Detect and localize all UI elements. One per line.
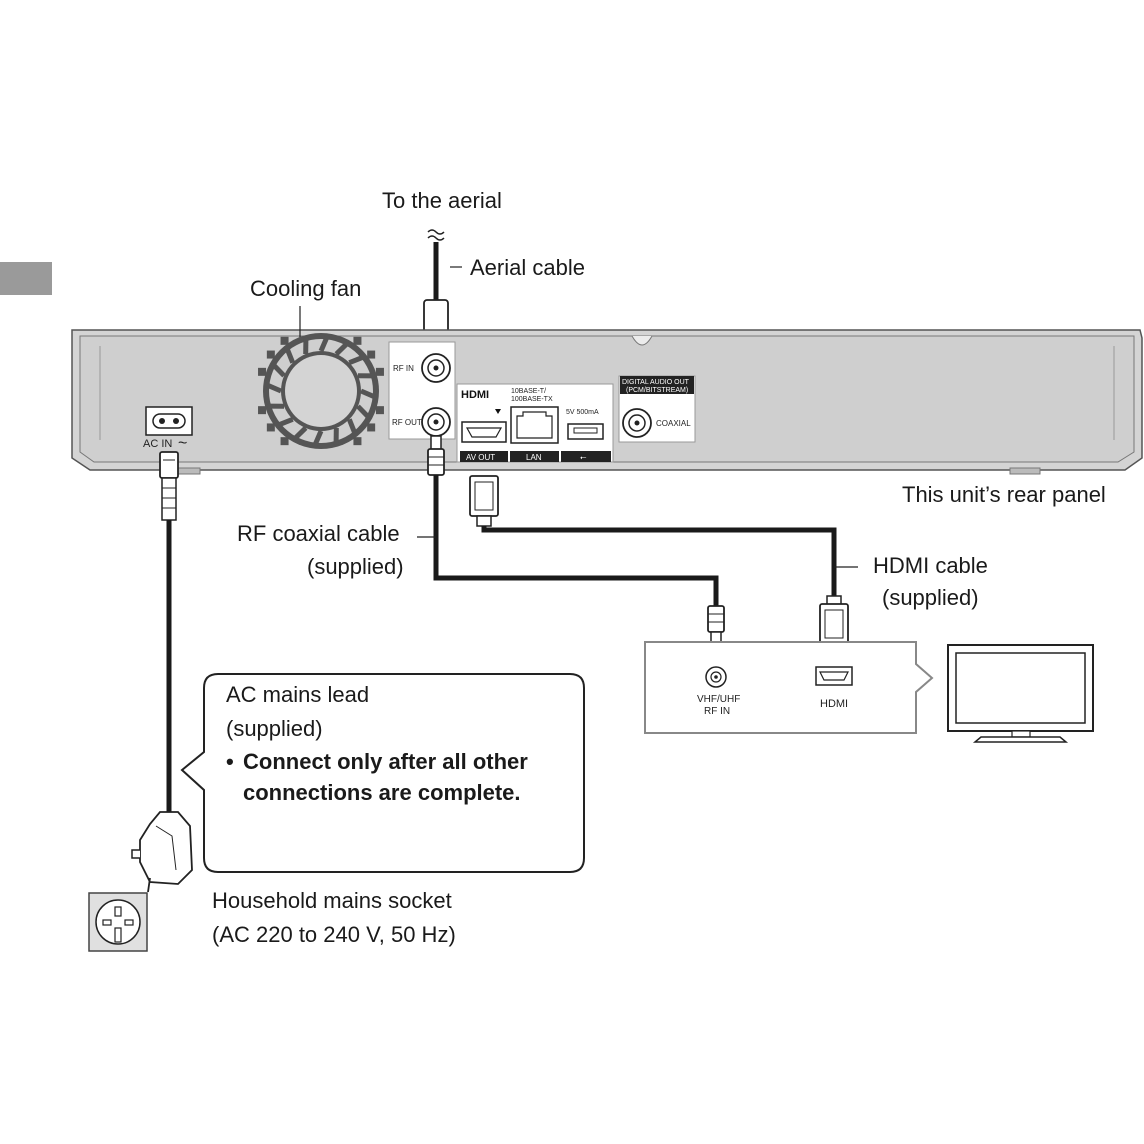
cooling-fan-label: Cooling fan — [250, 276, 362, 301]
fan-grille-hole — [258, 406, 267, 415]
rf-ports: RF IN RF OUT — [388, 341, 456, 440]
fan-slat — [311, 430, 324, 448]
av-out-label: AV OUT — [466, 453, 495, 462]
fan-grille-hole — [367, 423, 376, 432]
usb-spec: 5V 500mA — [566, 409, 599, 416]
fan-slat — [346, 418, 358, 436]
ac-mains-lead — [131, 451, 193, 893]
io-block: HDMI AV OUT 10BASE-T/ 100BASE-TX LAN 5V … — [456, 383, 614, 463]
rf-out-label: RF OUT — [392, 418, 422, 427]
rf-cable-supplied: (supplied) — [307, 554, 404, 579]
fan-slat — [318, 334, 331, 352]
rear-panel-label: This unit’s rear panel — [902, 482, 1106, 507]
hdmi-cable — [469, 475, 858, 645]
fan-slat — [348, 354, 366, 366]
fan-grille-hole — [258, 367, 267, 376]
ac-in-label: AC IN — [143, 438, 172, 450]
tv-port-panel: VHF/UHF RF IN HDMI — [644, 641, 934, 734]
aerial-cable — [423, 229, 462, 341]
lan-spec-1: 10BASE-T/ — [511, 388, 546, 395]
callout-note-2: connections are complete. — [243, 780, 521, 805]
socket-spec: (AC 220 to 240 V, 50 Hz) — [212, 922, 456, 947]
digital-audio-label-2: (PCM/BITSTREAM) — [626, 387, 688, 394]
fan-slat — [276, 416, 294, 428]
hdmi-cable-label: HDMI cable — [873, 553, 988, 578]
fan-grille-hole — [367, 350, 376, 359]
fan-grille-hole — [266, 350, 275, 359]
aerial-cable-label: Aerial cable — [470, 255, 585, 280]
fan-slat — [284, 346, 296, 364]
fan-slat — [291, 426, 308, 442]
fan-slat — [356, 404, 372, 421]
cooling-fan — [258, 306, 384, 449]
fan-grille-hole — [375, 367, 384, 376]
tv-icon — [947, 644, 1094, 743]
usb-icon: ⭠ — [580, 453, 587, 462]
lan-spec-2: 100BASE-TX — [511, 396, 553, 403]
fan-grille-hole — [280, 336, 289, 345]
fan-slat — [360, 388, 378, 401]
lan-label: LAN — [526, 453, 542, 462]
fan-slat — [264, 381, 282, 394]
fan-grille-hole — [375, 406, 384, 415]
fan-slat — [334, 340, 351, 356]
rf-cable-label: RF coaxial cable — [237, 521, 400, 546]
callout-bullet: • — [226, 749, 234, 774]
section-tab — [0, 262, 52, 295]
ac-symbol: ~ — [178, 435, 187, 452]
callout-title: AC mains lead — [226, 682, 370, 707]
tv-rf-in-label-2: RF IN — [704, 706, 730, 717]
fan-slat — [270, 361, 286, 378]
rf-in-label: RF IN — [393, 364, 414, 373]
tv-rf-in-label-1: VHF/UHF — [697, 694, 740, 705]
fan-grille-hole — [353, 437, 362, 446]
to-aerial-label: To the aerial — [382, 188, 502, 213]
socket-label: Household mains socket — [212, 888, 452, 913]
rf-coaxial-cable — [417, 435, 725, 645]
tv-hdmi-label: HDMI — [820, 698, 848, 710]
hdmi-logo: HDMI — [461, 389, 489, 401]
fan-grille-hole — [353, 336, 362, 345]
digital-audio-port: DIGITAL AUDIO OUT (PCM/BITSTREAM) COAXIA… — [618, 375, 696, 443]
mains-socket — [88, 892, 148, 952]
fan-grille-hole — [266, 423, 275, 432]
fan-grille-hole — [280, 437, 289, 446]
callout-box — [180, 673, 585, 873]
callout-note-1: Connect only after all other — [243, 749, 528, 774]
digital-audio-label-1: DIGITAL AUDIO OUT — [622, 379, 690, 386]
ac-in-port: AC IN ~ — [143, 406, 193, 452]
coaxial-label: COAXIAL — [656, 419, 691, 428]
hdmi-cable-supplied: (supplied) — [882, 585, 979, 610]
callout-supplied: (supplied) — [226, 716, 323, 741]
